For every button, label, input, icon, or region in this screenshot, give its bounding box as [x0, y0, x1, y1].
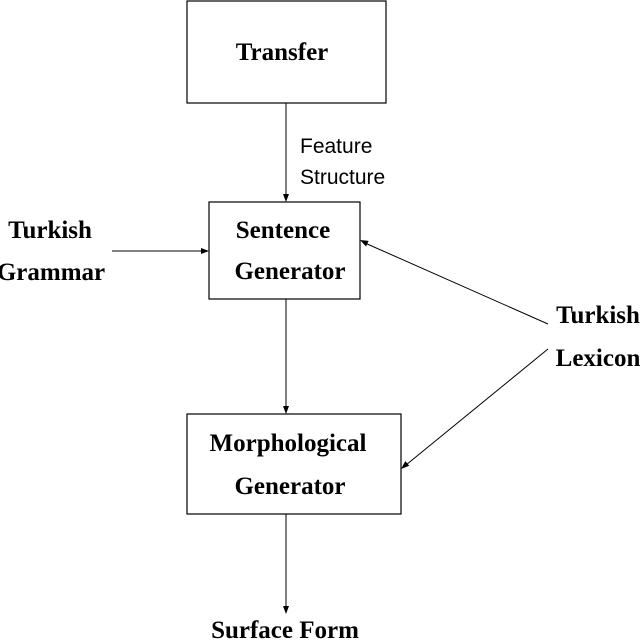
- arrowhead-sentence-to-morphological-generator: [283, 406, 289, 414]
- arrowhead-morphological-to-surface-form: [283, 606, 289, 614]
- surface-form-label: Surface Form: [211, 617, 359, 642]
- arrow-lexicon-to-morphological-generator: [405, 348, 549, 466]
- turkish-lexicon-label-line2: Lexicon: [556, 345, 640, 372]
- sentence-generator-label-line2: Generator: [234, 258, 345, 285]
- feature-structure-label-line2: Structure: [300, 166, 385, 189]
- morphological-generator-label-line2: Generator: [234, 473, 345, 500]
- morphological-generator-label-line1: Morphological: [210, 430, 367, 457]
- turkish-grammar-label-line2: Grammar: [0, 259, 105, 286]
- arrow-lexicon-to-sentence-generator: [364, 242, 549, 325]
- morphological-generator-box: [186, 413, 402, 515]
- turkish-lexicon-label-line1: Turkish: [556, 302, 640, 329]
- transfer-label: Transfer: [236, 39, 329, 66]
- turkish-grammar-label-line1: Turkish: [8, 217, 92, 244]
- sentence-generator-box: [208, 201, 361, 300]
- arrowhead-transfer-to-sentence-generator: [283, 194, 289, 202]
- transfer-box: [186, 0, 387, 104]
- sentence-generator-label-line1: Sentence: [236, 217, 330, 244]
- arrowhead-lexicon-to-sentence-generator: [360, 240, 369, 247]
- arrowhead-lexicon-to-morphological-generator: [401, 461, 410, 469]
- arrowhead-grammar-to-sentence-generator: [201, 248, 209, 254]
- feature-structure-label-line1: Feature: [300, 135, 372, 158]
